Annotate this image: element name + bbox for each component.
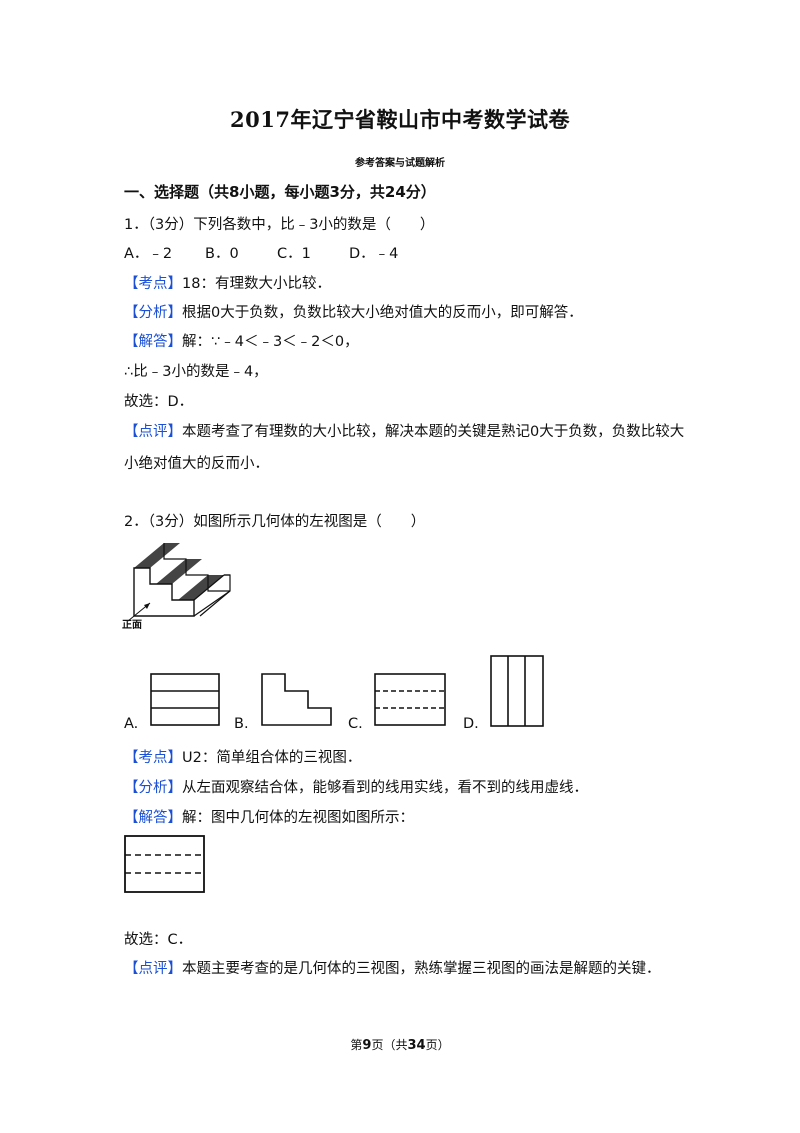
- dianping-tag: 【点评】: [124, 961, 182, 977]
- fenxi-tag: 【分析】: [124, 305, 182, 321]
- kaodian-tag: 【考点】: [124, 276, 182, 292]
- q2-fenxi: 【分析】从左面观察结合体，能够看到的线用实线，看不到的线用虚线．: [124, 776, 588, 797]
- q1-dianping: 【点评】本题考查了有理数的大小比较，解决本题的关键是熟记0大于负数，负数比较大: [124, 420, 684, 441]
- q1-answer: 故选：D．: [124, 394, 194, 410]
- jieda-tag: 【解答】: [124, 334, 182, 350]
- page-subtitle: 参考答案与试题解析: [355, 158, 445, 169]
- q2-option-a-figure: [150, 673, 220, 726]
- q2-option-a-label: A.: [124, 716, 139, 732]
- q1-jieda: 【解答】解：∵﹣4＜﹣3＜﹣2＜0，: [124, 330, 359, 351]
- kaodian-tag: 【考点】: [124, 750, 182, 766]
- q2-option-c-figure: [374, 673, 446, 726]
- page-footer: 第9页（共34页）: [350, 1038, 450, 1053]
- q2-stem: 2．（3分）如图所示几何体的左视图是（ ）: [124, 514, 426, 530]
- page-total: 34: [407, 1038, 426, 1053]
- page-number: 9: [362, 1038, 372, 1053]
- jieda-text: 解：图中几何体的左视图如图所示：: [182, 810, 414, 826]
- kaodian-text: 18：有理数大小比较．: [182, 276, 331, 292]
- dianping-text: 本题考查了有理数的大小比较，解决本题的关键是熟记0大于负数，负数比较大: [182, 424, 685, 440]
- q1-option-c: C．1: [277, 246, 311, 262]
- front-label: 正面: [122, 620, 142, 631]
- q1-stem: 1．（3分）下列各数中，比﹣3小的数是（ ）: [124, 217, 435, 233]
- fenxi-tag: 【分析】: [124, 780, 182, 796]
- q2-kaodian: 【考点】U2：简单组合体的三视图．: [124, 746, 361, 767]
- fenxi-text: 从左面观察结合体，能够看到的线用实线，看不到的线用虚线．: [182, 780, 588, 796]
- dianping-text: 本题主要考查的是几何体的三视图，熟练掌握三视图的画法是解题的关键．: [182, 961, 661, 977]
- fenxi-text: 根据0大于负数，负数比较大小绝对值大的反而小，即可解答．: [182, 305, 583, 321]
- q1-dianping-line2: 小绝对值大的反而小．: [124, 456, 269, 472]
- q2-option-c-label: C.: [348, 716, 363, 732]
- q2-option-d-figure: [490, 655, 544, 727]
- q2-answer: 故选：C．: [124, 932, 193, 948]
- kaodian-text: U2：简单组合体的三视图．: [182, 750, 362, 766]
- q1-option-a: A．﹣2: [124, 246, 173, 262]
- staircase-solid-figure: [127, 543, 231, 622]
- q1-option-b: B．0: [205, 246, 239, 262]
- q2-option-b-figure: [261, 673, 332, 726]
- q1-option-d: D．﹣4: [349, 246, 399, 262]
- dianping-tag: 【点评】: [124, 424, 182, 440]
- section-heading: 一、选择题（共8小题，每小题3分，共24分）: [124, 183, 436, 201]
- q2-answer-figure: [124, 835, 205, 893]
- q1-jieda-line2: ∴比﹣3小的数是﹣4，: [124, 364, 268, 380]
- q1-kaodian: 【考点】18：有理数大小比较．: [124, 272, 331, 293]
- q1-fenxi: 【分析】根据0大于负数，负数比较大小绝对值大的反而小，即可解答．: [124, 301, 583, 322]
- q2-option-d-label: D.: [463, 716, 479, 732]
- q2-dianping: 【点评】本题主要考查的是几何体的三视图，熟练掌握三视图的画法是解题的关键．: [124, 957, 661, 978]
- page-title: 2017年辽宁省鞍山市中考数学试卷: [230, 107, 570, 132]
- q2-jieda: 【解答】解：图中几何体的左视图如图所示：: [124, 806, 414, 827]
- jieda-tag: 【解答】: [124, 810, 182, 826]
- jieda-text: 解：∵﹣4＜﹣3＜﹣2＜0，: [182, 334, 359, 350]
- q2-option-b-label: B.: [234, 716, 249, 732]
